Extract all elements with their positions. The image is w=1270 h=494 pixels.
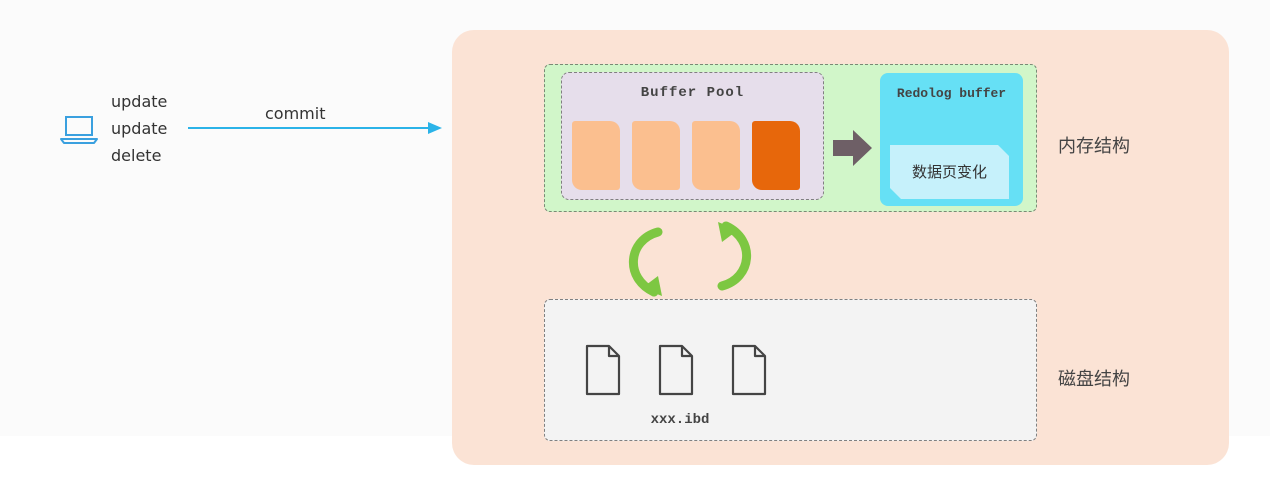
- dirty-buffer-page: [752, 121, 800, 190]
- disk-structure-label: 磁盘结构: [1058, 369, 1130, 390]
- commit-arrow: [188, 122, 442, 134]
- buffer-page: [692, 121, 740, 190]
- file-icon: [658, 344, 694, 396]
- statement-delete: delete: [111, 146, 162, 165]
- memory-structure-label: 内存结构: [1058, 136, 1130, 157]
- redolog-entry-label: 数据页变化: [911, 163, 987, 181]
- statement-update-2: update: [111, 119, 168, 138]
- background-gap: [0, 436, 290, 494]
- statement-update-1: update: [111, 92, 168, 111]
- buffer-page: [572, 121, 620, 190]
- file-icon: [585, 344, 621, 396]
- disk-structure-box: [544, 299, 1037, 441]
- sync-cycle-icon: [628, 221, 752, 297]
- buffer-pool-title: Buffer Pool: [640, 85, 745, 101]
- commit-label: commit: [265, 104, 326, 123]
- redolog-entry-card: [890, 145, 1009, 199]
- ibd-file-label: xxx.ibd: [650, 412, 710, 428]
- file-icon: [731, 344, 767, 396]
- laptop-icon: [60, 116, 98, 144]
- redolog-buffer-title: Redolog buffer: [896, 86, 1007, 101]
- buffer-page: [632, 121, 680, 190]
- arrow-right-icon: [833, 130, 872, 166]
